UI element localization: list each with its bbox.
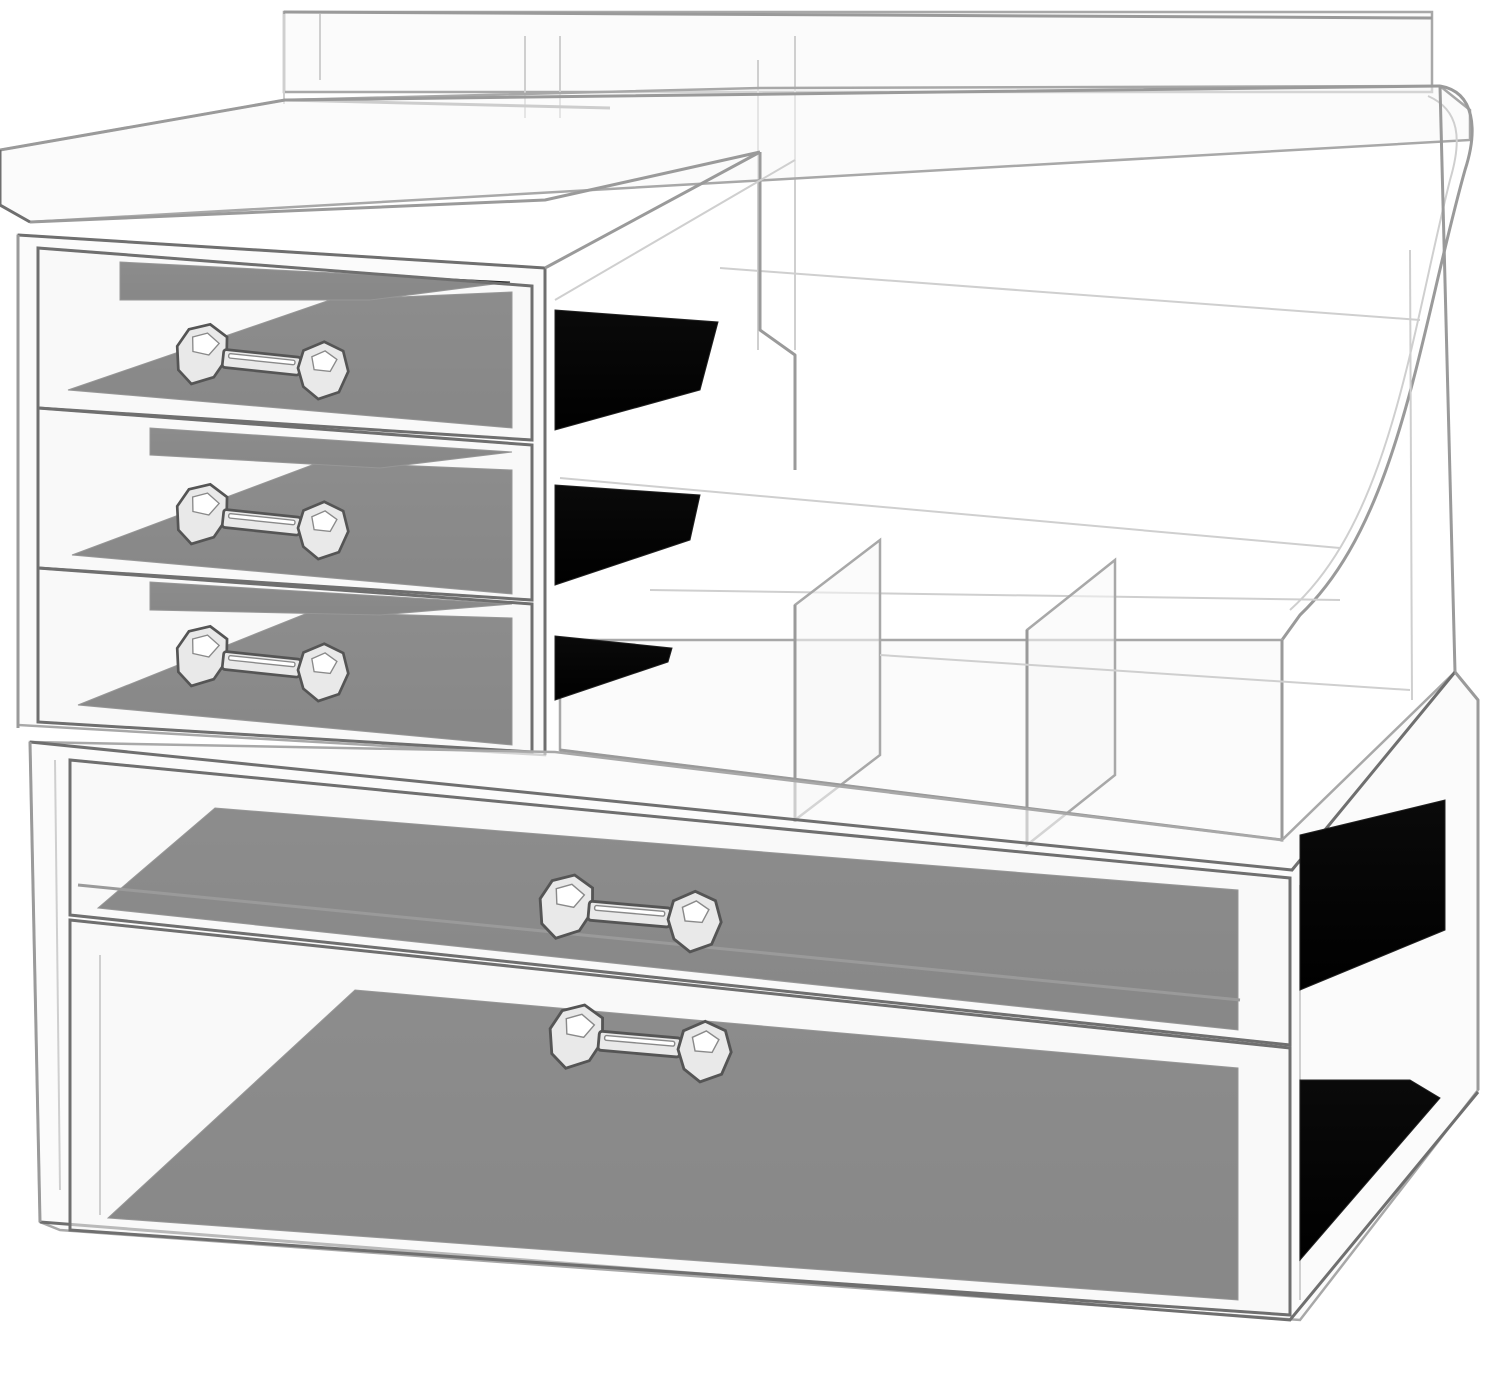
large-drawer-1[interactable] <box>68 758 1292 1047</box>
lower-unit <box>28 670 1480 1322</box>
upper-unit <box>0 10 1474 848</box>
curved-side-panel <box>1280 84 1474 641</box>
divider-slots <box>558 537 1411 848</box>
small-drawer-2[interactable] <box>36 406 534 602</box>
large-drawer-2[interactable] <box>68 918 1292 1317</box>
small-drawer-1[interactable] <box>36 246 534 442</box>
small-drawer-3[interactable] <box>36 566 534 754</box>
top-plate <box>0 84 1472 224</box>
